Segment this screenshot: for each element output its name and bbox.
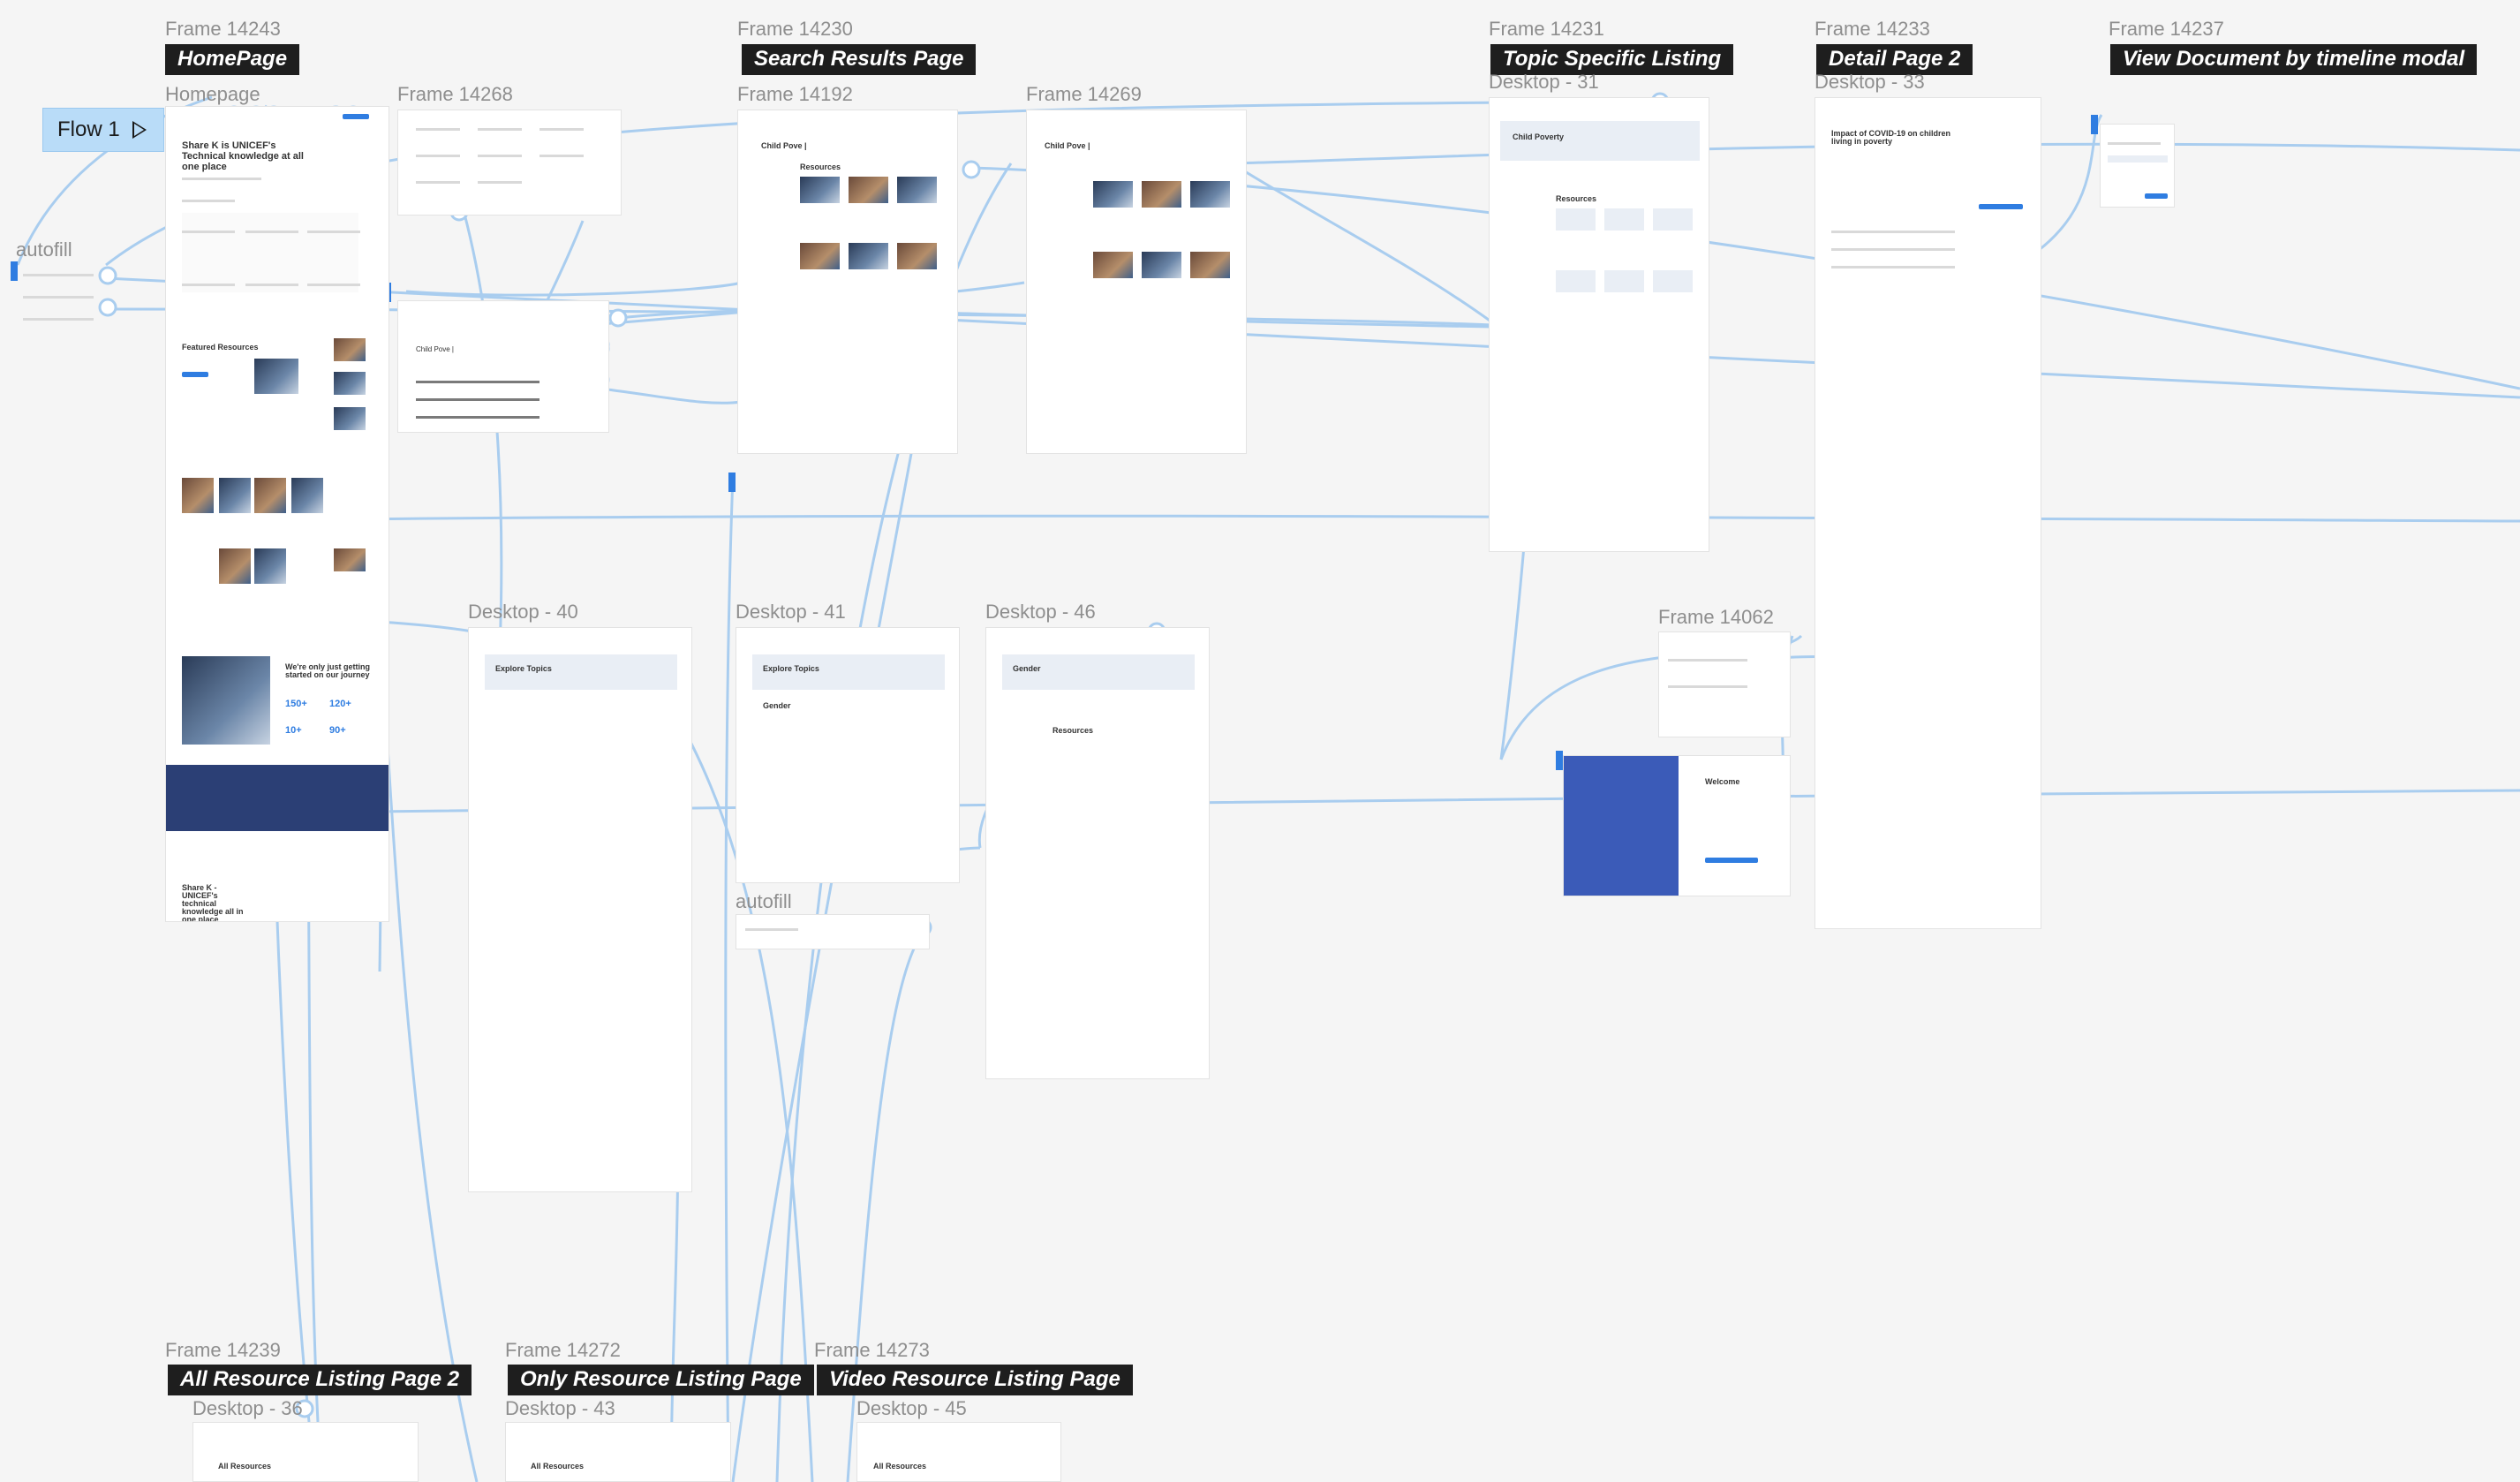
frame-label-14239[interactable]: Frame 14239 bbox=[165, 1339, 281, 1361]
tag-homepage[interactable]: HomePage bbox=[165, 44, 300, 75]
gender-resources: Resources bbox=[1053, 726, 1094, 735]
frame-label-14230[interactable]: Frame 14230 bbox=[737, 18, 853, 40]
all-resources-title: All Resources bbox=[218, 1462, 272, 1471]
all-resources-title-3: All Resources bbox=[873, 1462, 927, 1471]
flow-start-button[interactable]: Flow 1 bbox=[42, 108, 164, 152]
tag-video-resource[interactable]: Video Resource Listing Page bbox=[817, 1365, 1133, 1395]
search-query-text: Child Pove | bbox=[416, 345, 454, 353]
tag-only-resource[interactable]: Only Resource Listing Page bbox=[508, 1365, 814, 1395]
frame-topic-listing[interactable]: Child Poverty Resources bbox=[1489, 97, 1709, 552]
frame-label-14192[interactable]: Frame 14192 bbox=[737, 83, 853, 105]
featured-title: Featured Resources bbox=[182, 343, 259, 352]
frame-homepage[interactable]: Share K is UNICEF's Technical knowledge … bbox=[165, 106, 389, 922]
hero-text: Share K is UNICEF's Technical knowledge … bbox=[182, 140, 304, 172]
label-desktop-36[interactable]: Desktop - 36 bbox=[192, 1397, 303, 1419]
stat-2: 120+ bbox=[329, 699, 351, 709]
flow-label: Flow 1 bbox=[57, 117, 120, 141]
welcome-title: Welcome bbox=[1705, 777, 1740, 786]
frame-detail-page[interactable]: Impact of COVID-19 on children living in… bbox=[1815, 97, 2041, 929]
frame-desktop-36[interactable]: All Resources bbox=[192, 1422, 419, 1482]
frame-welcome[interactable]: Welcome bbox=[1563, 755, 1791, 896]
frame-label-14273[interactable]: Frame 14273 bbox=[814, 1339, 930, 1361]
tag-timeline-modal[interactable]: View Document by timeline modal bbox=[2110, 44, 2478, 75]
frame-label-14243[interactable]: Frame 14243 bbox=[165, 18, 281, 40]
frame-desktop-45[interactable]: All Resources bbox=[856, 1422, 1061, 1482]
topic-title: Child Poverty bbox=[1513, 132, 1565, 141]
resources-heading: Resources bbox=[800, 163, 841, 171]
frame-label-14231[interactable]: Frame 14231 bbox=[1489, 18, 1604, 40]
tag-topic-listing[interactable]: Topic Specific Listing bbox=[1490, 44, 1734, 75]
tag-detail-page[interactable]: Detail Page 2 bbox=[1816, 44, 1973, 75]
frame-desktop-40[interactable]: Explore Topics bbox=[468, 627, 692, 1192]
frame-label-14233[interactable]: Frame 14233 bbox=[1815, 18, 1930, 40]
play-icon bbox=[132, 121, 147, 139]
label-desktop-41[interactable]: Desktop - 41 bbox=[736, 601, 846, 623]
frame-desktop-43[interactable]: All Resources bbox=[505, 1422, 731, 1482]
frame-search-results[interactable]: Child Pove | Resources bbox=[737, 110, 958, 454]
frame-label-14062[interactable]: Frame 14062 bbox=[1658, 606, 1774, 628]
label-desktop-33[interactable]: Desktop - 33 bbox=[1815, 71, 1925, 93]
frame-desktop-46[interactable]: Gender Resources bbox=[985, 627, 1210, 1079]
label-homepage[interactable]: Homepage bbox=[165, 83, 260, 105]
topic-resources: Resources bbox=[1556, 194, 1597, 203]
label-autofill-mid[interactable]: autofill bbox=[736, 890, 792, 912]
tag-all-resource[interactable]: All Resource Listing Page 2 bbox=[168, 1365, 472, 1395]
frame-14268[interactable] bbox=[397, 110, 622, 215]
label-desktop-40[interactable]: Desktop - 40 bbox=[468, 601, 578, 623]
frame-autofill-left[interactable] bbox=[16, 265, 104, 344]
frame-label-14237[interactable]: Frame 14237 bbox=[2109, 18, 2224, 40]
stat-3: 10+ bbox=[285, 725, 302, 736]
frame-autofill-mid[interactable] bbox=[736, 914, 930, 949]
frame-timeline-modal[interactable] bbox=[2100, 124, 2175, 208]
label-desktop-43[interactable]: Desktop - 43 bbox=[505, 1397, 615, 1419]
search-title-2: Child Pove | bbox=[1045, 141, 1090, 150]
label-desktop-45[interactable]: Desktop - 45 bbox=[856, 1397, 967, 1419]
tag-search-results[interactable]: Search Results Page bbox=[742, 44, 977, 75]
all-resources-title-2: All Resources bbox=[531, 1462, 585, 1471]
gender-title-2: Gender bbox=[1013, 664, 1041, 673]
journey-text: We're only just getting started on our j… bbox=[285, 662, 370, 679]
explore-title: Explore Topics bbox=[495, 664, 552, 673]
detail-title: Impact of COVID-19 on children living in… bbox=[1831, 129, 1951, 146]
frame-label-14269[interactable]: Frame 14269 bbox=[1026, 83, 1142, 105]
label-desktop-31[interactable]: Desktop - 31 bbox=[1489, 71, 1599, 93]
explore-title-2: Explore Topics bbox=[763, 664, 819, 673]
frame-desktop-41[interactable]: Explore Topics Gender bbox=[736, 627, 960, 883]
frame-label-14272[interactable]: Frame 14272 bbox=[505, 1339, 621, 1361]
frame-14062-modal[interactable] bbox=[1658, 631, 1791, 737]
search-title: Child Pove | bbox=[761, 141, 807, 150]
frame-14269[interactable]: Child Pove | bbox=[1026, 110, 1247, 454]
stat-1: 150+ bbox=[285, 699, 307, 709]
stat-4: 90+ bbox=[329, 725, 346, 736]
frame-label-14268[interactable]: Frame 14268 bbox=[397, 83, 513, 105]
label-desktop-46[interactable]: Desktop - 46 bbox=[985, 601, 1096, 623]
label-autofill-left[interactable]: autofill bbox=[16, 238, 72, 261]
footer-brand: Share K - UNICEF's technical knowledge a… bbox=[182, 883, 244, 922]
gender-title: Gender bbox=[763, 701, 791, 710]
frame-search-dropdown[interactable]: Child Pove | bbox=[397, 300, 609, 433]
